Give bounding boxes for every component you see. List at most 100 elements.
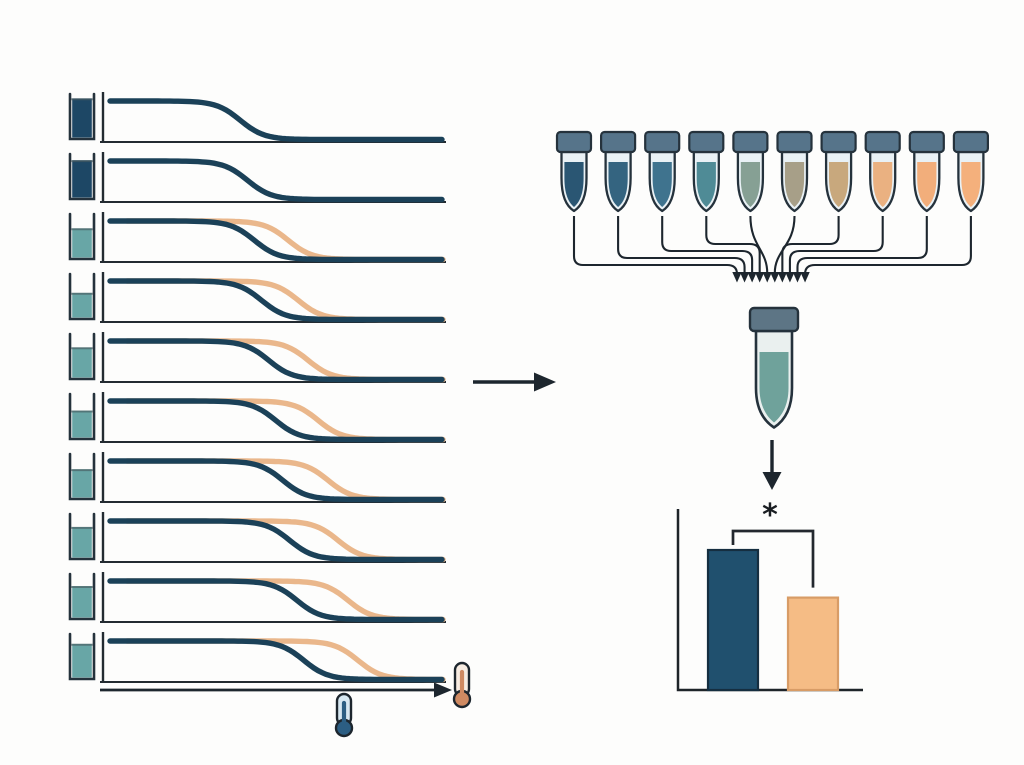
flow-arrow-head xyxy=(534,372,556,392)
pooling-line-arrowhead xyxy=(739,272,750,283)
sample-liquid xyxy=(72,228,92,258)
tube-body-outline xyxy=(957,150,985,213)
melt-curve-navy xyxy=(107,398,445,443)
sample-tube-icon xyxy=(68,332,96,381)
tube-liquid xyxy=(652,162,672,207)
tube-cap xyxy=(644,130,681,154)
gradient-tube xyxy=(776,130,813,213)
pooling-line-arrowhead xyxy=(800,272,810,283)
tube-cap xyxy=(864,130,901,154)
melt-curve-navy xyxy=(107,518,445,563)
tube-body-outline xyxy=(869,150,897,213)
melt-panel-row xyxy=(68,572,446,623)
tube-cap xyxy=(952,130,990,154)
tube-body-outline xyxy=(560,150,588,213)
pooling-line xyxy=(572,216,739,275)
melt-curve-orange xyxy=(124,578,446,623)
sample-tube-icon xyxy=(68,392,96,441)
pooling-line-arrowhead xyxy=(754,272,765,283)
pooling-line xyxy=(749,215,769,274)
melt-panel-rows xyxy=(68,92,446,683)
sample-liquid xyxy=(72,643,92,678)
melt-curve-orange xyxy=(124,518,446,563)
sample-tube-icon xyxy=(68,272,96,321)
melt-curve-navy xyxy=(107,158,445,203)
down-arrow-head xyxy=(762,472,782,490)
tube-liquid xyxy=(696,162,716,207)
melt-curve-navy xyxy=(107,278,445,323)
tube-cap xyxy=(732,130,769,154)
hot-thermometer-icon xyxy=(452,661,472,709)
sample-tube-icon xyxy=(68,152,96,201)
pooling-line-arrowhead xyxy=(747,272,757,283)
pooling-lines xyxy=(572,215,972,283)
gradient-tube xyxy=(952,130,990,213)
pooling-line xyxy=(803,216,972,275)
tube-liquid xyxy=(784,162,805,207)
sample-tube-icon xyxy=(68,452,96,501)
gradient-tube xyxy=(599,130,637,213)
sample-tube-icon xyxy=(68,632,96,681)
tube-body-outline xyxy=(736,150,765,213)
melt-curve-orange xyxy=(124,398,446,443)
melt-panel-row xyxy=(68,632,446,683)
pooled-tube-cap xyxy=(748,306,800,333)
gradient-tube xyxy=(864,130,901,213)
gradient-tube xyxy=(555,130,593,213)
pooling-line-arrowhead xyxy=(770,272,780,283)
sample-liquid xyxy=(72,292,92,318)
tube-cap xyxy=(555,130,593,154)
tube-body-outline xyxy=(692,150,720,213)
cold-thermometer-icon xyxy=(334,692,354,738)
gradient-tube xyxy=(908,130,945,213)
pooling-line-arrowhead xyxy=(792,272,803,283)
tube-body-outline xyxy=(604,150,632,213)
significance-bracket xyxy=(731,529,815,588)
tube-body-outline xyxy=(648,150,676,213)
bar-chart: * xyxy=(676,498,863,692)
pooling-line xyxy=(617,216,746,273)
melt-panel-row xyxy=(68,152,446,203)
sample-liquid xyxy=(72,469,92,498)
tube-liquid xyxy=(961,162,981,207)
melt-panel-row xyxy=(68,332,446,383)
melt-panel-row xyxy=(68,272,446,323)
bar-orange xyxy=(786,596,840,692)
tube-liquid xyxy=(608,162,628,207)
pooling-line-arrowhead xyxy=(732,272,742,283)
sample-tube-icon xyxy=(68,512,96,561)
sample-liquid xyxy=(72,586,92,618)
melt-curve-navy xyxy=(107,578,445,623)
sample-tube-icon xyxy=(68,212,96,261)
pooled-tube-liquid xyxy=(759,352,789,423)
gradient-tube xyxy=(688,130,725,213)
sample-liquid xyxy=(72,160,92,198)
tube-cap xyxy=(599,130,637,154)
melt-panel-row xyxy=(68,512,446,563)
sample-liquid xyxy=(72,98,92,138)
sample-liquid xyxy=(72,527,92,558)
melt-curve-navy xyxy=(107,218,445,263)
sample-liquid xyxy=(72,347,92,378)
tube-liquid xyxy=(873,162,893,207)
pooling-line xyxy=(788,216,884,273)
tube-liquid xyxy=(740,162,760,207)
tube-body-outline xyxy=(780,150,809,213)
gradient-tube xyxy=(732,130,769,213)
significance-asterisk: * xyxy=(762,498,778,533)
pooled-tube-icon xyxy=(748,306,800,429)
melt-curve-navy xyxy=(107,458,445,503)
pooling-line-arrowhead xyxy=(777,272,788,283)
pooling-line-arrowhead xyxy=(762,272,772,283)
pooling-line-arrowhead xyxy=(785,272,795,283)
melt-curve-navy xyxy=(107,638,445,683)
tube-cap xyxy=(820,130,857,154)
flow-arrow-icon xyxy=(473,372,556,392)
temperature-axis-arrowhead xyxy=(434,682,452,698)
tube-cap xyxy=(908,130,945,154)
tube-body-outline xyxy=(824,150,853,213)
melt-panel-row xyxy=(68,452,446,503)
sample-tube-icon xyxy=(68,92,96,141)
melt-curve-navy xyxy=(107,338,445,383)
